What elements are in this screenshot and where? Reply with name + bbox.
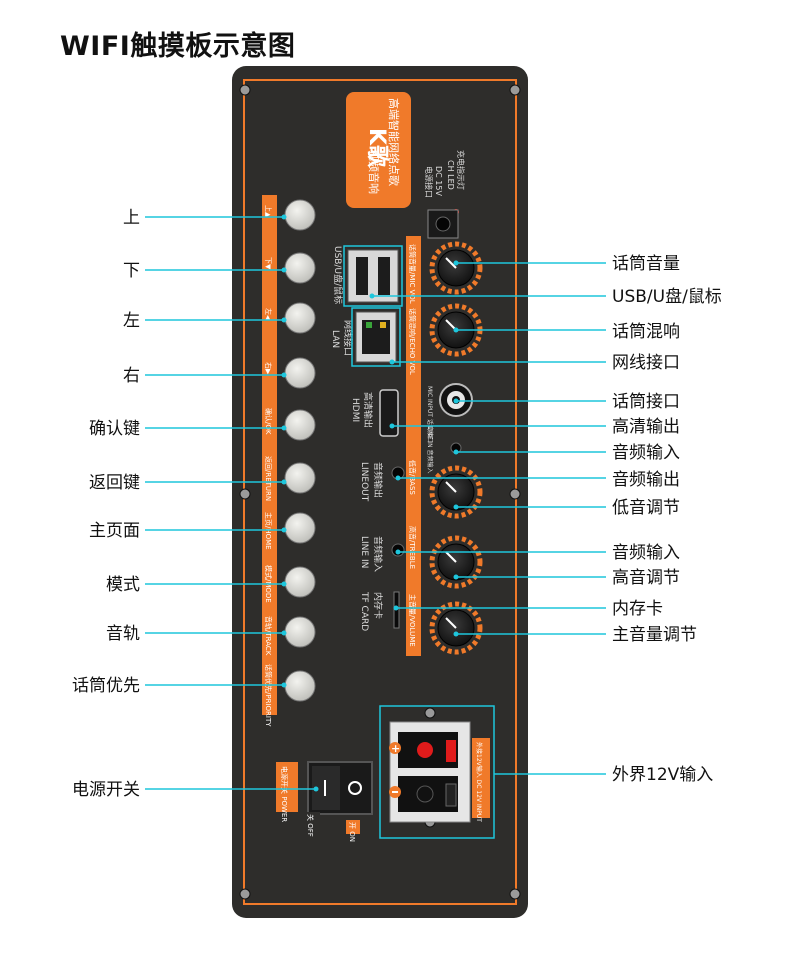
home-button[interactable] (284, 512, 316, 544)
label-ext-12v: 外界12V输入 (612, 765, 714, 785)
track-button[interactable] (284, 616, 316, 648)
mic-vol-knob[interactable] (429, 241, 483, 295)
power-off-label: 关 OFF (306, 814, 315, 837)
label-mic-echo: 话筒混响 (612, 322, 680, 342)
priority-button[interactable] (284, 670, 316, 702)
hdmi-label-en: HDMI (350, 398, 360, 422)
power-on-label: 开 ON (348, 822, 356, 842)
mode-button[interactable] (284, 566, 316, 598)
label-track: 音轨 (106, 624, 140, 644)
label-power: 电源开关 (72, 780, 140, 800)
touch-buttons (284, 199, 316, 702)
usb-port-label: USB/U盘/鼠标 (332, 246, 344, 304)
label-down: 下 (123, 261, 140, 281)
plus-icon (389, 742, 401, 754)
leader-lines-right (372, 262, 606, 775)
label-mic-jack: 话筒接口 (612, 392, 680, 412)
button-tag-1: 下▼ (264, 257, 272, 270)
knob-tag-3: 高音/TREBLE (408, 526, 417, 569)
treble-knob[interactable] (429, 535, 483, 589)
label-return: 返回键 (89, 473, 140, 493)
button-tag-2: 左◀ (264, 308, 273, 321)
button-tag-9: 话筒优先/PRIORITY (264, 664, 273, 727)
label-usb: USB/U盘/鼠标 (612, 287, 722, 307)
label-mic-vol: 话筒音量 (612, 254, 680, 274)
hdmi-label-cn: 高清输出 (362, 392, 374, 428)
left-button[interactable] (284, 302, 316, 334)
button-tag-6: 主页/HOME (264, 512, 273, 550)
brand-logo: K歌 (364, 128, 390, 168)
power-tag-text: 电源开关 POWER (280, 766, 289, 822)
button-tag-5: 返回/RETURN (264, 456, 272, 501)
knob-tag-4: 主音量/VOLUME (408, 594, 417, 647)
power-tag (276, 762, 298, 812)
mic-input-tag: MIC INPUT 话筒接口 (426, 386, 434, 443)
linein-tag: LINE IN 音频输入 (426, 426, 434, 473)
lan-highlight (351, 307, 401, 367)
button-tag-3: 右▶ (264, 362, 273, 375)
brand-line2: 视频音响 (367, 150, 381, 194)
brand-line1: 高端智能网络点歌 (387, 98, 401, 186)
dc-label-1: DC 15V (434, 166, 443, 196)
bass-knob[interactable] (429, 465, 483, 519)
ext-input-tag-text: 外接12V输入 DC 12V INPUT (475, 742, 483, 822)
label-up: 上 (123, 208, 140, 228)
knob-tag-1: 话筒混响/ECHO VOL (408, 308, 417, 375)
label-hdmi: 高清输出 (612, 417, 680, 437)
leader-dots-right (369, 260, 459, 637)
leader-dots-left (281, 214, 319, 792)
label-right: 右 (123, 366, 140, 386)
charge-led-label-2: CH LED (446, 160, 455, 190)
lan-label-cn: 网线接口 (342, 320, 354, 356)
label-left: 左 (123, 311, 140, 331)
label-priority: 话筒优先 (72, 676, 140, 696)
usb-highlight (343, 245, 403, 307)
label-mode: 模式 (106, 575, 140, 595)
charge-led-label-1: 充电指示灯 (456, 150, 466, 190)
leader-lines-left (145, 216, 316, 790)
main-vol-knob[interactable] (429, 601, 483, 655)
negative-terminal[interactable] (416, 785, 434, 803)
up-button[interactable] (284, 199, 316, 231)
label-audio-in-2: 音频输入 (612, 543, 680, 563)
label-bass: 低音调节 (612, 498, 680, 518)
label-home: 主页面 (89, 521, 140, 541)
label-main-vol: 主音量调节 (612, 625, 697, 645)
button-tag-4: 确认/OK (264, 408, 273, 435)
switch-off-mark (348, 781, 362, 795)
label-audio-in-1: 音频输入 (612, 443, 680, 463)
svg-text:+: + (391, 742, 400, 755)
label-lan: 网线接口 (612, 353, 680, 373)
lan-label-en: LAN (330, 330, 340, 348)
screw-icon (239, 84, 521, 900)
ok-button[interactable] (284, 409, 316, 441)
tf-label-en: TF CARD (359, 591, 369, 631)
brand-badge (346, 92, 411, 208)
down-button[interactable] (284, 252, 316, 284)
ext-input-outline (379, 705, 495, 839)
label-ok: 确认键 (89, 419, 140, 439)
lineout-label-cn: 音频输出 (372, 462, 384, 498)
button-tag-8: 音轨/TRACK (264, 616, 273, 656)
dc-jack-hole (435, 216, 451, 232)
right-button[interactable] (284, 357, 316, 389)
page-title: WIFI触摸板示意图 (60, 31, 296, 62)
dc-label-2: 电源接口 (424, 166, 434, 198)
button-tag-strip (262, 195, 277, 715)
knob-tag-0: 话筒音量/MIC VOL (408, 244, 417, 304)
label-audio-out: 音频输出 (612, 470, 680, 490)
ext-input-tag (472, 738, 490, 818)
linein-label-en: LINE IN (359, 536, 369, 568)
button-tag-0: 上▲ (264, 205, 273, 218)
lineout-label-en: LINEOUT (359, 462, 369, 502)
label-treble: 高音调节 (612, 568, 680, 588)
knob-tag-strip (406, 236, 421, 656)
hdmi-port[interactable] (379, 389, 399, 437)
label-tf-card: 内存卡 (612, 599, 663, 619)
tf-label-cn: 内存卡 (372, 592, 384, 619)
positive-terminal[interactable] (417, 742, 433, 758)
return-button[interactable] (284, 462, 316, 494)
linein-label-cn: 音频输入 (372, 536, 384, 572)
